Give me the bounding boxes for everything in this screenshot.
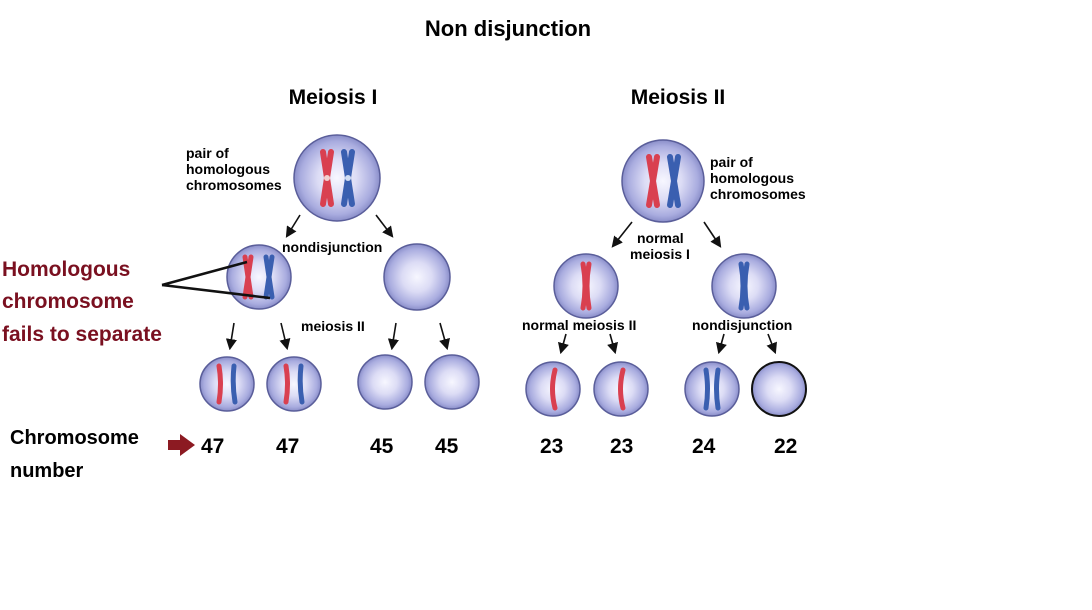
- arrow: [766, 333, 777, 355]
- count-22: 22: [774, 435, 797, 458]
- gamete-cell-23a: [525, 361, 581, 417]
- blue-chromosome: [341, 149, 355, 207]
- meiosis-1-daughter-cell-abnormal: [226, 244, 292, 310]
- count-47a: 47: [201, 435, 224, 458]
- arrow: [611, 221, 633, 248]
- nondisjunction-2-label: nondisjunction: [692, 317, 792, 333]
- gamete-cell-47a: [199, 356, 255, 412]
- meiosis-1-parent-label: pair of homologous chromosomes: [186, 145, 282, 193]
- meiosis-2-heading: Meiosis II: [631, 86, 726, 109]
- arrow: [285, 214, 301, 238]
- count-23a: 23: [540, 435, 563, 458]
- arrow: [439, 322, 450, 351]
- count-24: 24: [692, 435, 716, 458]
- gamete-cell-22: [751, 361, 807, 417]
- meiosis-2-parent-label: pair of homologous chromosomes: [710, 154, 806, 202]
- meiosis-2-daughter-cell-red: [553, 253, 619, 319]
- callout-pointer: [161, 283, 271, 300]
- arrow: [375, 214, 394, 238]
- red-chromosome: [320, 149, 334, 207]
- diagram-title: Non disjunction: [425, 16, 591, 41]
- gamete-cell-45a: [357, 354, 413, 410]
- arrow: [607, 333, 618, 355]
- arrow: [225, 322, 237, 351]
- arrow: [703, 221, 722, 248]
- meiosis-2-parent-cell: [621, 139, 705, 223]
- arrow: [558, 333, 569, 355]
- callout-pointer: [161, 260, 248, 287]
- arrow: [716, 333, 727, 355]
- count-45b: 45: [435, 435, 459, 458]
- gamete-cell-47b: [266, 356, 322, 412]
- arrow: [279, 322, 291, 351]
- callout-text: Homologous chromosome fails to separate: [2, 258, 162, 346]
- meiosis-1-heading: Meiosis I: [289, 86, 378, 109]
- nondisjunction-label: nondisjunction: [282, 239, 382, 255]
- meiosis-1-daughter-cell-empty: [383, 243, 451, 311]
- gamete-cell-45b: [424, 354, 480, 410]
- meiosis-2-step-label: meiosis II: [301, 318, 365, 334]
- meiosis-2-daughter-cell-blue: [711, 253, 777, 319]
- gamete-cell-24: [684, 361, 740, 417]
- count-23b: 23: [610, 435, 633, 458]
- count-45a: 45: [370, 435, 394, 458]
- arrow-right-icon: [168, 434, 195, 456]
- meiosis-1-parent-cell: [293, 134, 381, 222]
- normal-meiosis-1-label: normal meiosis I: [630, 230, 690, 262]
- count-47b: 47: [276, 435, 299, 458]
- gamete-cell-23b: [593, 361, 649, 417]
- arrow: [387, 322, 399, 351]
- normal-meiosis-2-label: normal meiosis II: [522, 317, 636, 333]
- chromosome-number-label: Chromosome number: [10, 427, 144, 482]
